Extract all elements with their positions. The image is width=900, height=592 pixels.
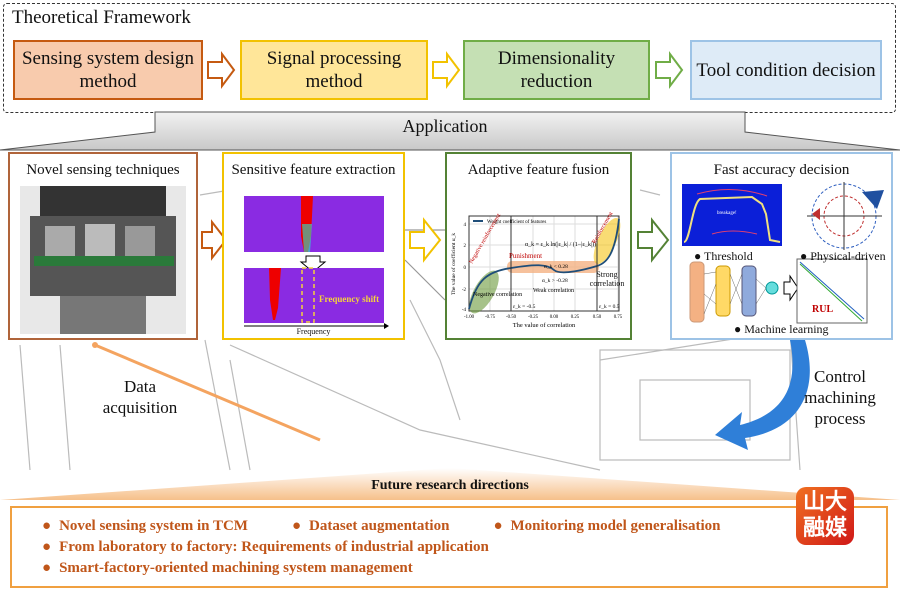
legend-label: Weight coefficient of features xyxy=(487,220,546,225)
spectrogram-figure xyxy=(244,196,389,329)
svg-text:4: 4 xyxy=(464,223,467,228)
panel-title: Sensitive feature extraction xyxy=(231,162,396,178)
panel-title: Adaptive feature fusion xyxy=(467,162,610,178)
step-sensing-system-design: Sensing system design method xyxy=(13,40,203,100)
arrow-icon xyxy=(655,51,684,89)
svg-text:0.75: 0.75 xyxy=(614,315,623,320)
list-item: ●Monitoring model generalisation xyxy=(493,518,721,534)
list-item: ●Dataset augmentation xyxy=(291,518,450,534)
rul-label: RUL xyxy=(812,304,834,315)
svg-text:Negative correlation: Negative correlation xyxy=(473,292,522,298)
panel-title: Novel sensing techniques xyxy=(26,162,180,178)
data-acquisition-label: Data acquisition xyxy=(102,377,178,417)
strong-correlation-label: Strong correlation xyxy=(589,270,625,288)
svg-text:Weak correlation: Weak correlation xyxy=(533,288,574,294)
svg-text:-1.00: -1.00 xyxy=(464,315,475,320)
list-item: ●Novel sensing system in TCM xyxy=(42,518,248,534)
svg-text:α_k > -0.28: α_k > -0.28 xyxy=(542,278,568,284)
svg-text:0.50: 0.50 xyxy=(593,315,602,320)
decision-methods-figure: breakage! xyxy=(682,182,884,324)
svg-text:breakage!: breakage! xyxy=(717,211,737,216)
arrow-icon xyxy=(409,217,442,263)
svg-text:-0.25: -0.25 xyxy=(528,315,539,320)
arrow-icon xyxy=(432,51,461,89)
svg-text:The value of coefficient α_k: The value of coefficient α_k xyxy=(450,233,457,296)
svg-text:0.25: 0.25 xyxy=(571,315,580,320)
svg-text:Negative reinforcement: Negative reinforcement xyxy=(468,212,503,265)
future-directions-list: ●Novel sensing system in TCM ●Dataset aug… xyxy=(10,506,888,588)
panel-novel-sensing: Novel sensing techniques xyxy=(8,152,198,340)
future-title: Future research directions xyxy=(371,478,529,493)
curved-arrow-icon xyxy=(715,340,810,450)
application-banner xyxy=(0,111,900,151)
svg-text:-4: -4 xyxy=(462,308,467,313)
panel-title: Fast accuracy decision xyxy=(713,162,850,178)
arrow-icon xyxy=(637,217,670,263)
step-dimensionality-reduction: Dimensionality reduction xyxy=(463,40,650,100)
framework-title: Theoretical Framework xyxy=(12,7,191,28)
arrow-icon xyxy=(783,274,799,302)
future-banner xyxy=(0,468,900,500)
svg-text:-0.50: -0.50 xyxy=(506,315,517,320)
svg-text:The value of correlation: The value of correlation xyxy=(513,322,576,329)
svg-text:2: 2 xyxy=(464,244,467,249)
svg-text:α_k = ε_k ln(|ε_k| / (1−|ε_k|): α_k = ε_k ln(|ε_k| / (1−|ε_k|)) xyxy=(525,241,596,248)
list-item: ●Smart-factory-oriented machining system… xyxy=(42,560,413,576)
list-item: ●From laboratory to factory: Requirement… xyxy=(42,539,489,555)
step-signal-processing: Signal processing method xyxy=(240,40,428,100)
arrow-icon xyxy=(207,51,236,89)
svg-text:-0.75: -0.75 xyxy=(485,315,496,320)
down-arrow-icon xyxy=(299,255,327,273)
panel-feature-fusion: Adaptive feature fusion Weight coefficie… xyxy=(445,152,632,340)
control-machining-label: Control machining process xyxy=(804,367,876,428)
physical-driven-item: ● Physical-driven xyxy=(800,249,886,263)
arrow-icon xyxy=(201,219,228,261)
logo: 山大融媒 xyxy=(796,487,854,545)
frequency-shift-label: Frequency shift xyxy=(319,294,380,304)
step-tool-condition-decision: Tool condition decision xyxy=(690,40,882,100)
svg-text:α_k < 0.28: α_k < 0.28 xyxy=(544,264,568,270)
panel-accuracy-decision: Fast accuracy decision breakage! ● Thres… xyxy=(670,152,893,340)
coefficient-chart: Weight coefficient of features α_k = ε_k… xyxy=(450,210,623,329)
flow-arrows xyxy=(0,51,900,263)
svg-text:0: 0 xyxy=(464,266,467,271)
svg-text:ε_k = -0.5: ε_k = -0.5 xyxy=(513,304,536,310)
connector-arrows xyxy=(92,340,810,450)
sensor-tool-photo xyxy=(20,186,186,334)
frequency-axis-label: Frequency xyxy=(296,327,331,336)
panel-feature-extraction: Sensitive feature extraction Frequency s… xyxy=(222,152,405,340)
svg-text:-2: -2 xyxy=(462,288,467,293)
machine-learning-item: ● Machine learning xyxy=(734,322,829,336)
application-label: Application xyxy=(402,116,488,136)
svg-text:ε_k = 0.5: ε_k = 0.5 xyxy=(599,304,620,310)
threshold-item: ● Threshold xyxy=(694,249,753,263)
svg-text:Punishment: Punishment xyxy=(509,252,542,260)
svg-text:0.00: 0.00 xyxy=(550,315,559,320)
